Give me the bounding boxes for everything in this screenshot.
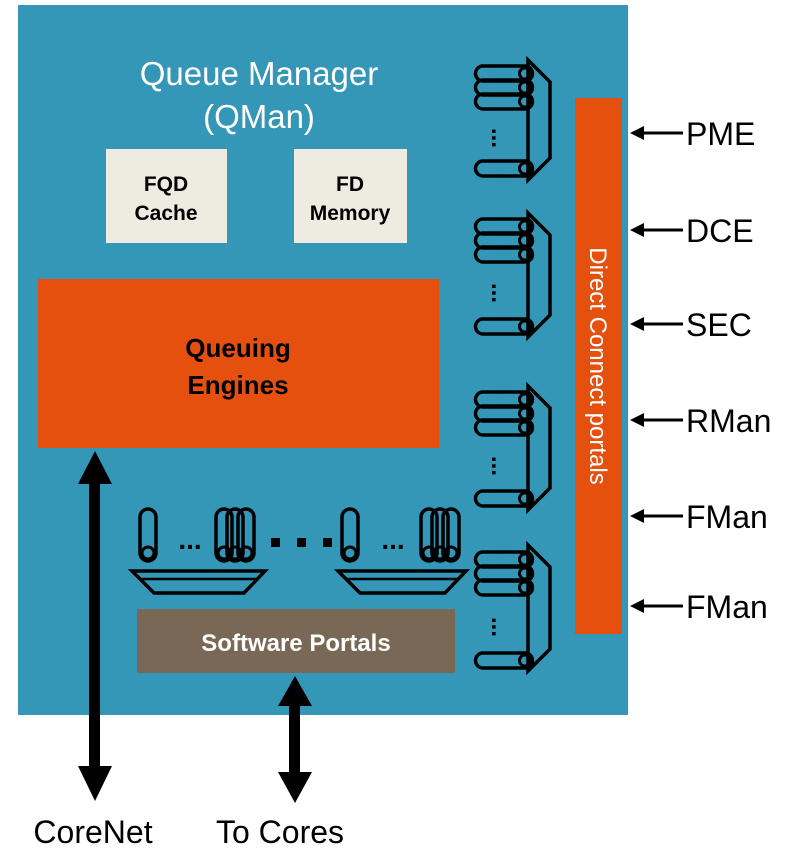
- input-arrow-fman-1: [630, 509, 683, 523]
- software-portal-ellipsis: [271, 538, 332, 547]
- input-label-rman: RMan: [686, 403, 771, 439]
- fqd-cache-block: [106, 149, 227, 243]
- qman-title-line2: (QMan): [203, 98, 315, 135]
- queuing-engines-block: [38, 279, 439, 448]
- software-portal-queue-group-right: ...: [333, 507, 471, 595]
- direct-connect-queue-group-2: ...: [473, 208, 552, 342]
- input-label-sec: SEC: [686, 307, 752, 343]
- to-cores-label: To Cores: [216, 814, 344, 849]
- direct-connect-queue-group-1: ...: [473, 55, 552, 185]
- fd-memory-label-line2: Memory: [310, 202, 391, 225]
- input-arrow-sec: [630, 317, 683, 331]
- svg-text:...: ...: [178, 524, 201, 555]
- software-portal-queue-group-left: ...: [127, 507, 270, 595]
- input-arrow-rman: [630, 413, 683, 427]
- input-label-fman-2: FMan: [686, 589, 768, 625]
- input-label-pme: PME: [686, 116, 755, 152]
- fqd-cache-label-line2: Cache: [134, 202, 197, 225]
- software-portals-label: Software Portals: [201, 630, 390, 657]
- direct-connect-queue-group-3: ...: [473, 381, 552, 515]
- svg-text:...: ...: [486, 128, 513, 148]
- qman-title-line1: Queue Manager: [140, 55, 379, 92]
- software-portals-block: [137, 609, 455, 673]
- svg-text:...: ...: [486, 283, 513, 303]
- fd-memory-label-line1: FD: [336, 173, 364, 196]
- corenet-label: CoreNet: [33, 814, 152, 849]
- svg-text:...: ...: [381, 524, 404, 555]
- svg-text:...: ...: [486, 617, 513, 637]
- input-arrow-dce: [630, 223, 683, 237]
- input-arrow-fman-2: [630, 599, 683, 613]
- fqd-cache-label-line1: FQD: [144, 173, 188, 196]
- direct-connect-queue-group-4: ...: [473, 540, 552, 676]
- queuing-engines-label-line1: Queuing: [185, 333, 290, 363]
- fd-memory-block: [294, 149, 407, 243]
- direct-connect-portals-bar: [575, 98, 622, 634]
- corenet-double-arrow: [78, 451, 112, 801]
- queuing-engines-label-line2: Engines: [187, 370, 288, 400]
- input-arrow-pme: [630, 126, 683, 140]
- direct-connect-portals-label: Direct Connect portals: [584, 247, 611, 484]
- input-label-dce: DCE: [686, 213, 754, 249]
- to-cores-double-arrow: [278, 676, 312, 803]
- svg-text:...: ...: [486, 456, 513, 476]
- input-label-fman-1: FMan: [686, 499, 768, 535]
